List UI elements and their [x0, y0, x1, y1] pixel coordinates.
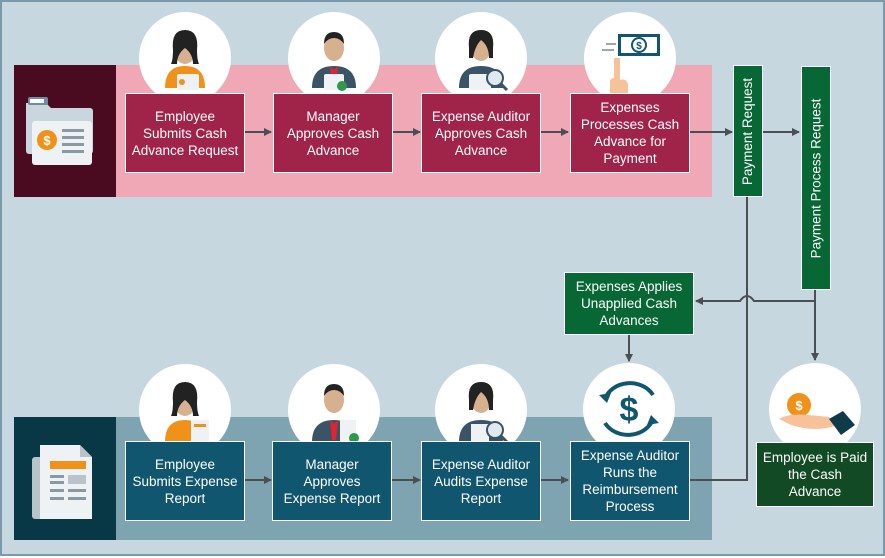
- step-cash-manager-approves[interactable]: Manager Approves Cash Advance: [273, 93, 393, 173]
- dollar-cycle-icon: $: [599, 381, 659, 437]
- step-cash-employee-submits[interactable]: Employee Submits Cash Advance Request: [125, 93, 245, 173]
- step-expense-manager-approves[interactable]: Manager Approves Expense Report: [272, 441, 392, 521]
- step-cash-auditor-approves[interactable]: Expense Auditor Approves Cash Advance: [421, 93, 541, 173]
- svg-text:$: $: [795, 398, 803, 413]
- employee-female-icon: [165, 30, 205, 90]
- svg-text:$: $: [620, 391, 639, 429]
- manager-approve-icon: [312, 32, 356, 91]
- step-expense-reimbursement[interactable]: Expense Auditor Runs the Reimbursement P…: [570, 441, 690, 521]
- payment-request-box[interactable]: Payment Request: [733, 65, 763, 197]
- cash-advance-lane-header: $: [14, 65, 116, 197]
- expense-report-lane-header: [14, 417, 116, 540]
- employee-female-report-icon: [165, 382, 209, 442]
- arrow-process-split: [695, 262, 816, 305]
- employee-circle-bottom: [139, 364, 231, 456]
- step-cash-expenses-processes[interactable]: Expenses Processes Cash Advance for Paym…: [570, 93, 690, 173]
- step-expense-auditor-audits[interactable]: Expense Auditor Audits Expense Report: [421, 441, 541, 521]
- auditor-magnifier-icon: [459, 382, 509, 444]
- auditor-circle: [435, 12, 527, 104]
- employee-circle: [139, 12, 231, 104]
- document-report-icon: [32, 445, 92, 519]
- applies-unapplied-box[interactable]: Expenses Applies Unapplied Cash Advances: [564, 272, 694, 335]
- employee-paid-box[interactable]: Employee is Paid the Cash Advance: [756, 442, 874, 507]
- manager-circle-bottom: [288, 364, 380, 456]
- step-expense-employee-submits[interactable]: Employee Submits Expense Report: [125, 441, 245, 521]
- auditor-circle-bottom: [435, 364, 527, 456]
- svg-text:$: $: [636, 41, 642, 52]
- reimburse-circle: $: [583, 363, 675, 455]
- svg-text:$: $: [43, 133, 51, 148]
- auditor-magnifier-icon: [459, 30, 509, 92]
- folder-dollar-icon: $: [26, 97, 93, 165]
- payment-process-request-box[interactable]: Payment Process Request: [801, 66, 831, 290]
- hand-coin-icon: $: [779, 393, 855, 435]
- hand-banknote-icon: $: [602, 34, 660, 98]
- processing-circle: $: [584, 12, 676, 104]
- paid-circle: $: [769, 363, 861, 455]
- manager-approve-report-icon: [312, 384, 359, 443]
- arrow-reimburse-payreq: [690, 169, 751, 481]
- manager-circle: [288, 12, 380, 104]
